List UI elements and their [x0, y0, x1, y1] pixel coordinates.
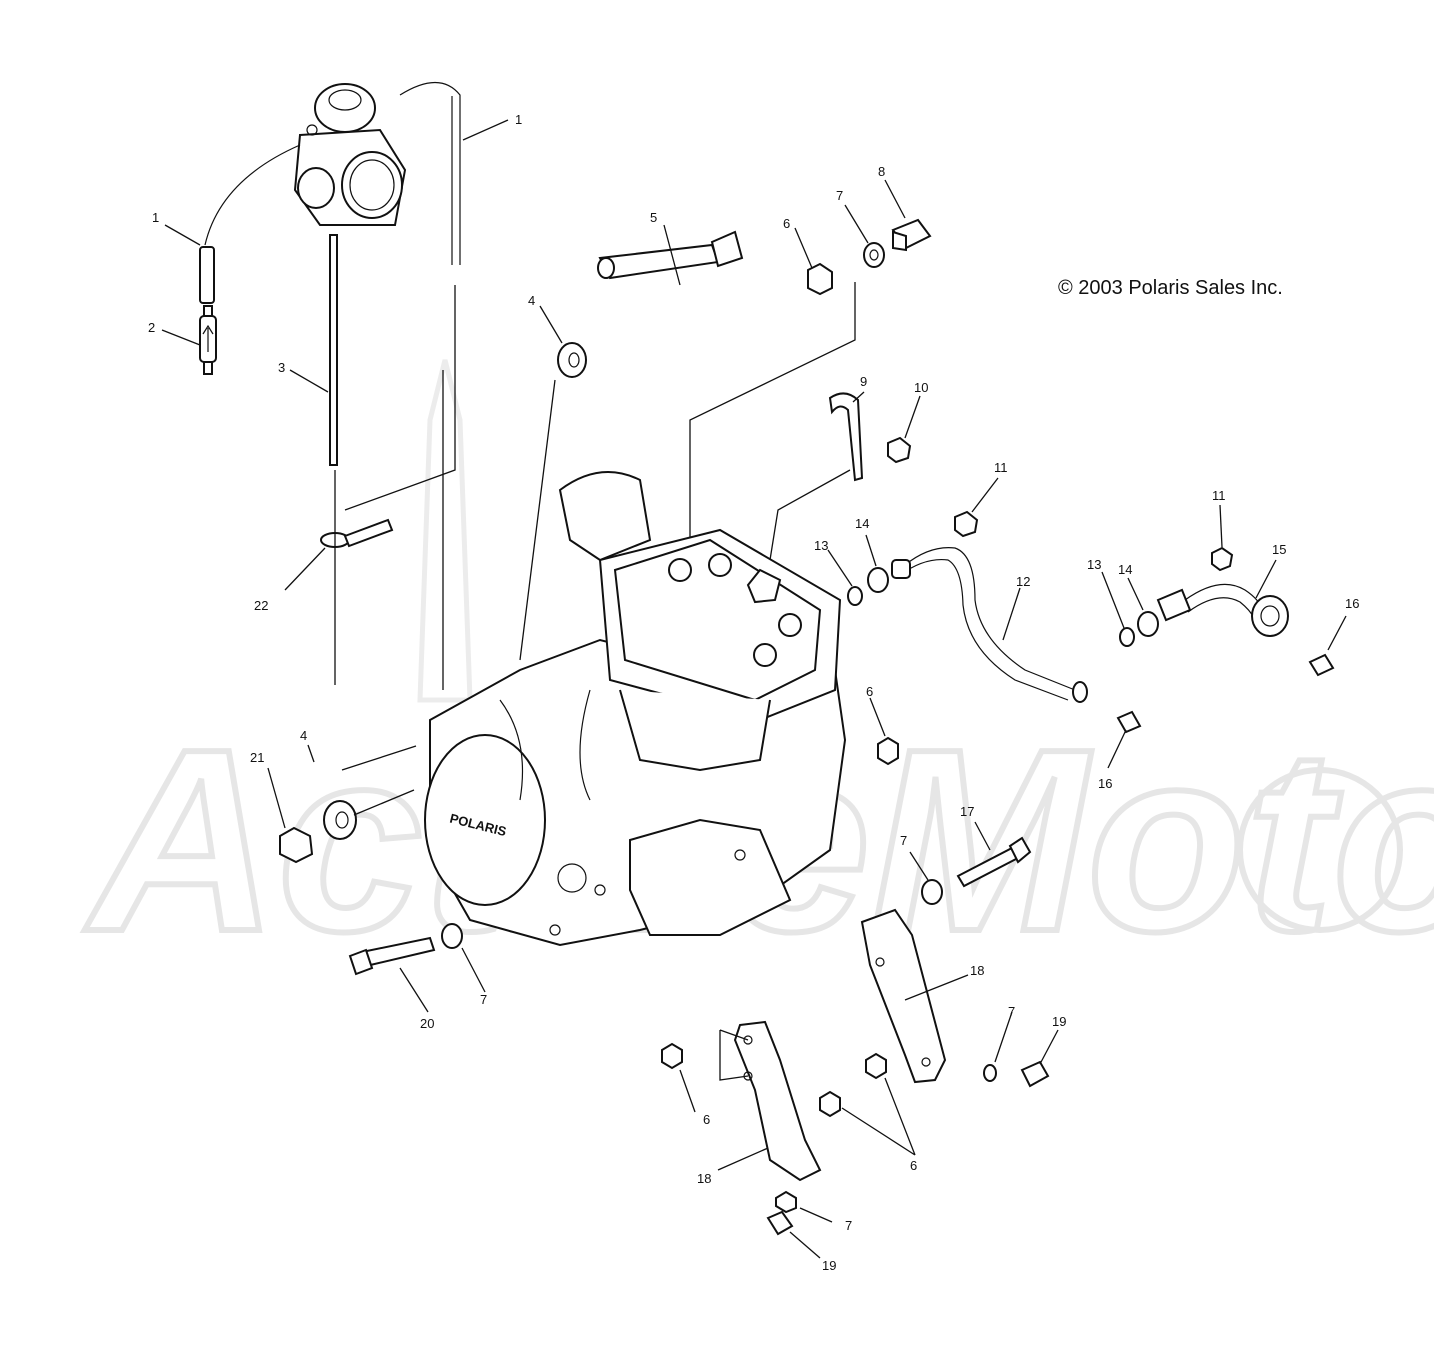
washer-7-left	[441, 923, 463, 949]
callout-1-left: 1	[152, 210, 159, 225]
callout-8: 8	[878, 164, 885, 179]
nut-6-lower-a	[661, 1042, 683, 1070]
bolt-19-right	[1020, 1060, 1050, 1088]
washer-14-b	[1137, 611, 1159, 637]
engine-assembly: POLARIS	[424, 471, 847, 947]
bolt-11-a	[954, 510, 979, 538]
bolt-20-part	[348, 936, 436, 976]
callout-leaders	[161, 119, 1347, 1259]
callout-14-left: 14	[855, 516, 869, 531]
callout-20: 20	[420, 1016, 434, 1031]
callout-7-top: 7	[836, 188, 843, 203]
washer-7-right	[921, 879, 943, 905]
callout-5: 5	[650, 210, 657, 225]
callout-17: 17	[960, 804, 974, 819]
callout-13-right: 13	[1087, 557, 1101, 572]
callout-9: 9	[860, 374, 867, 389]
callout-4-top: 4	[528, 293, 535, 308]
nut-6-mid	[877, 736, 899, 766]
callout-7-lower-right: 7	[1008, 1004, 1015, 1019]
bolt-17-part	[956, 836, 1032, 888]
callout-1-top: 1	[515, 112, 522, 127]
oil-line-15	[1156, 583, 1289, 637]
callout-11-right: 11	[1212, 488, 1226, 503]
callout-13-left: 13	[814, 538, 828, 553]
callout-16-left: 16	[1098, 776, 1112, 791]
callout-7-right: 7	[900, 833, 907, 848]
callout-6-mid: 6	[866, 684, 873, 699]
callout-11-left: 11	[994, 460, 1008, 475]
bolt-11-b	[1211, 546, 1234, 572]
fuel-hose-1	[399, 82, 461, 265]
bolt-10	[887, 436, 912, 464]
clamp-16-a	[1308, 653, 1335, 677]
callout-4-left: 4	[300, 728, 307, 743]
carburetor-part	[293, 83, 407, 226]
callout-10: 10	[914, 380, 928, 395]
callout-7-left: 7	[480, 992, 487, 1007]
callout-19-bottom: 19	[822, 1258, 836, 1273]
vent-tube	[329, 234, 338, 466]
fuel-filter-part	[199, 305, 217, 375]
bolt-19-bottom	[766, 1210, 794, 1236]
nut-6-lower-b	[865, 1052, 887, 1080]
callout-14-right: 14	[1118, 562, 1132, 577]
mount-bracket-18-lower	[733, 1020, 822, 1182]
hose-clamp-part	[320, 518, 394, 548]
fuel-line	[204, 144, 301, 246]
washer-14-a	[867, 567, 889, 593]
washer-7-top	[863, 242, 885, 268]
callout-7-bottom: 7	[845, 1218, 852, 1233]
callout-12: 12	[1016, 574, 1030, 589]
bracket-9	[828, 392, 864, 482]
callout-2: 2	[148, 320, 155, 335]
callout-6-lower: 6	[703, 1112, 710, 1127]
callout-22: 22	[254, 598, 268, 613]
oil-line-12	[1072, 681, 1088, 703]
washer-7-bottom	[775, 1190, 797, 1214]
nut-21-part	[279, 826, 314, 864]
callout-16-right: 16	[1345, 596, 1359, 611]
fuel-hose-2	[199, 246, 215, 304]
callout-3: 3	[278, 360, 285, 375]
bolt-8-part	[891, 218, 932, 252]
washer-13-b	[1119, 627, 1135, 647]
callout-labels: 1 1 2 3 4 4 5 6 6 6 6 7 7 7 7 7 8 9 10 1…	[148, 112, 1359, 1273]
callout-6-bottom: 6	[910, 1158, 917, 1173]
bolt-5-part	[597, 230, 744, 280]
copyright-text: © 2003 Polaris Sales Inc.	[1058, 277, 1283, 299]
callout-18-lower: 18	[697, 1171, 711, 1186]
washer-4-top	[557, 342, 587, 378]
washer-4-left	[323, 800, 357, 840]
washer-7-lower-right	[983, 1064, 997, 1082]
washer-13-a	[847, 586, 863, 606]
callout-15: 15	[1272, 542, 1286, 557]
callout-18-right: 18	[970, 963, 984, 978]
callout-19-right: 19	[1052, 1014, 1066, 1029]
callout-21: 21	[250, 750, 264, 765]
callout-6-top: 6	[783, 216, 790, 231]
mount-bracket-18-right	[860, 908, 947, 1084]
clamp-16-b	[1116, 710, 1142, 734]
nut-6-lower-c	[819, 1090, 841, 1118]
nut-6-top	[807, 262, 833, 296]
